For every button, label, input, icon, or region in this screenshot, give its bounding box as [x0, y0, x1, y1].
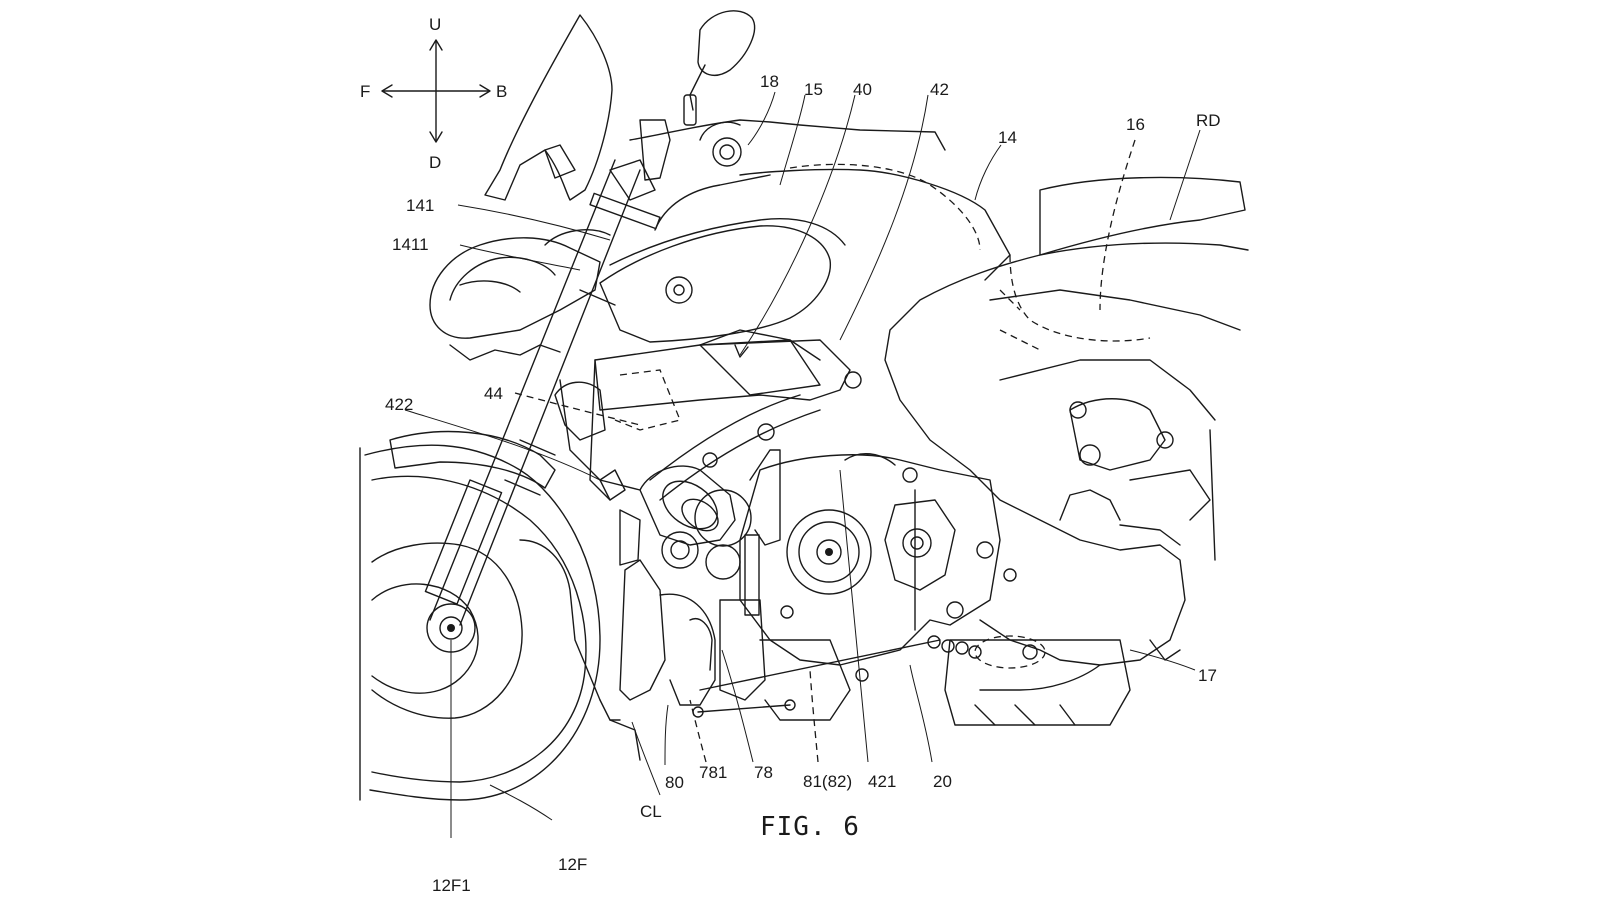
label-RD: RD	[1196, 111, 1221, 130]
engine	[739, 453, 1017, 682]
label-20: 20	[933, 772, 952, 791]
label-81-82: 81(82)	[803, 772, 852, 791]
compass-back-label: B	[496, 82, 507, 101]
windscreen-and-mirror	[484, 10, 756, 201]
label-16: 16	[1126, 115, 1145, 134]
compass-down-label: D	[429, 153, 441, 172]
label-422: 422	[385, 395, 413, 414]
leader-lines	[404, 91, 1201, 838]
rear-subframe	[989, 289, 1241, 661]
label-18: 18	[760, 72, 779, 91]
label-12F1: 12F1	[432, 876, 471, 895]
label-80: 80	[665, 773, 684, 792]
headlight-cowl	[429, 229, 611, 361]
label-15: 15	[804, 80, 823, 99]
handlebar	[589, 119, 946, 230]
label-17: 17	[1198, 666, 1217, 685]
label-42: 42	[930, 80, 949, 99]
footpeg-linkage	[699, 635, 1046, 691]
front-wheel	[359, 430, 621, 801]
rider-figure	[884, 176, 1249, 691]
label-CL: CL	[640, 802, 662, 821]
label-40: 40	[853, 80, 872, 99]
label-421: 421	[868, 772, 896, 791]
fuel-tank	[599, 163, 1011, 343]
label-781: 781	[699, 763, 727, 782]
label-1411: 1411	[392, 235, 429, 254]
label-141: 141	[406, 196, 434, 215]
compass-up-label: U	[429, 15, 441, 34]
figure-caption: FIG. 6	[760, 812, 860, 842]
lower-exhaust	[609, 559, 1131, 761]
frame	[554, 329, 862, 501]
intake-assembly	[599, 449, 781, 616]
front-fork	[424, 159, 641, 626]
label-14: 14	[998, 128, 1017, 147]
reference-labels: 18 15 40 42 14 16 RD 141 1411 44 422 17 …	[385, 72, 1221, 895]
label-12F: 12F	[558, 855, 587, 874]
label-78: 78	[754, 763, 773, 782]
compass-front-label: F	[360, 82, 370, 101]
direction-compass: U D F B	[360, 15, 507, 172]
label-44: 44	[484, 384, 503, 403]
